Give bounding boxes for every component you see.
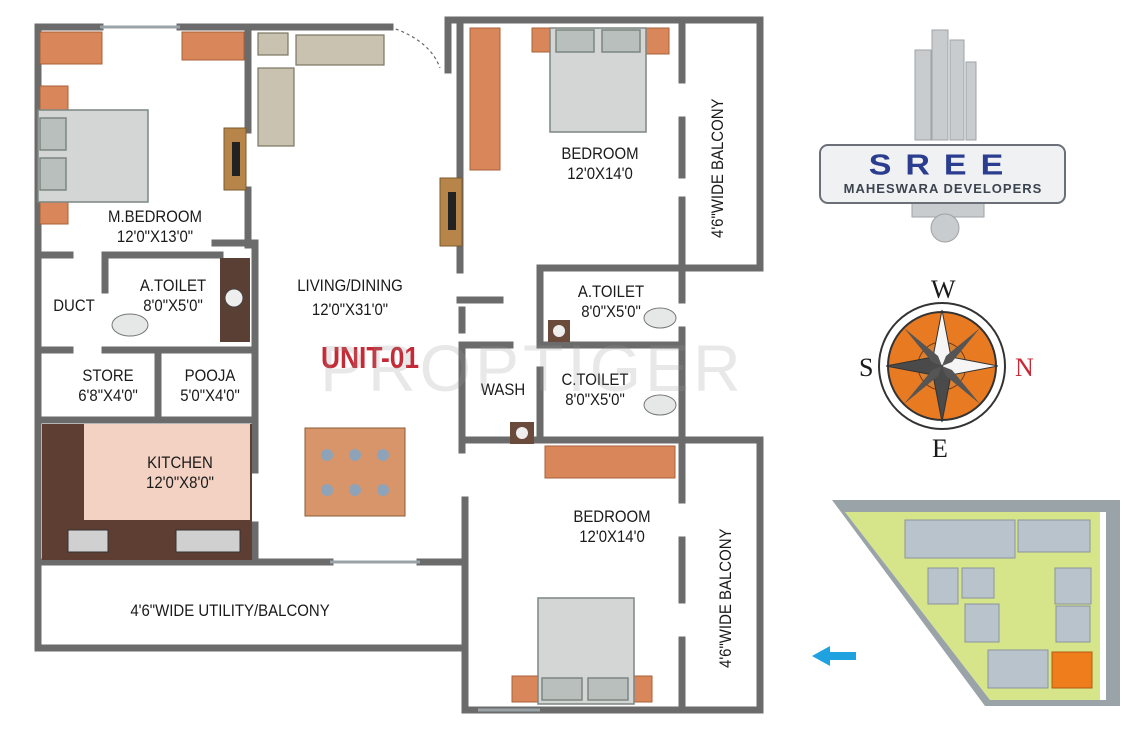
tv-unit-icons <box>223 127 463 247</box>
room-label-store: STORE 6'8"X4'0" <box>78 366 138 405</box>
arrow-left-icon <box>812 646 856 666</box>
dining-table-icon <box>304 427 406 517</box>
compass-rose-icon <box>878 302 1006 430</box>
logo-badge <box>819 144 1066 204</box>
balcony-label-top: 4'6"WIDE BALCONY <box>708 98 727 238</box>
door-swing-icon <box>389 26 441 69</box>
kitchen-counter <box>42 424 252 560</box>
room-label-kitchen: KITCHEN 12'0"X8'0" <box>146 453 214 492</box>
walls <box>34 16 764 714</box>
room-label-bedroom-top: BEDROOM 12'0X14'0 <box>561 144 639 183</box>
room-label-pooja: POOJA 5'0"X4'0" <box>180 366 240 405</box>
bed-icons <box>37 27 647 705</box>
room-label-duct: DUCT <box>53 296 95 315</box>
logo-building-icon <box>911 29 985 243</box>
compass-north-label: N <box>1015 353 1034 382</box>
room-label-utility-balcony: 4'6"WIDE UTILITY/BALCONY <box>130 601 330 620</box>
toilet-fixtures <box>111 258 677 444</box>
site-plan <box>832 500 1120 706</box>
windows <box>100 25 540 712</box>
compass-west-label: W <box>931 275 956 304</box>
room-label-toilet-master: A.TOILET 8'0"X5'0" <box>139 276 207 315</box>
room-label-living-dining: LIVING/DINING 12'0"X31'0" <box>297 276 403 319</box>
unit-label: UNIT-01 <box>320 340 420 375</box>
balcony-label-bottom: 4'6"WIDE BALCONY <box>716 528 735 668</box>
compass-east-label: E <box>932 434 948 463</box>
room-label-toilet-right: A.TOILET 8'0"X5'0" <box>577 282 645 321</box>
logo-tagline-text: MAHESWARA DEVELOPERS <box>843 181 1043 196</box>
room-label-bedroom-bottom: BEDROOM 12'0X14'0 <box>573 507 651 546</box>
compass-south-label: S <box>859 353 874 382</box>
room-label-common-toilet: C.TOILET 8'0"X5'0" <box>561 370 629 409</box>
sofa-icon <box>257 32 385 147</box>
room-label-master-bedroom: M.BEDROOM 12'0"X13'0" <box>108 207 202 246</box>
wardrobes <box>39 27 676 703</box>
room-label-wash: WASH <box>480 380 526 399</box>
logo-brand-text: SREE <box>868 148 1018 182</box>
